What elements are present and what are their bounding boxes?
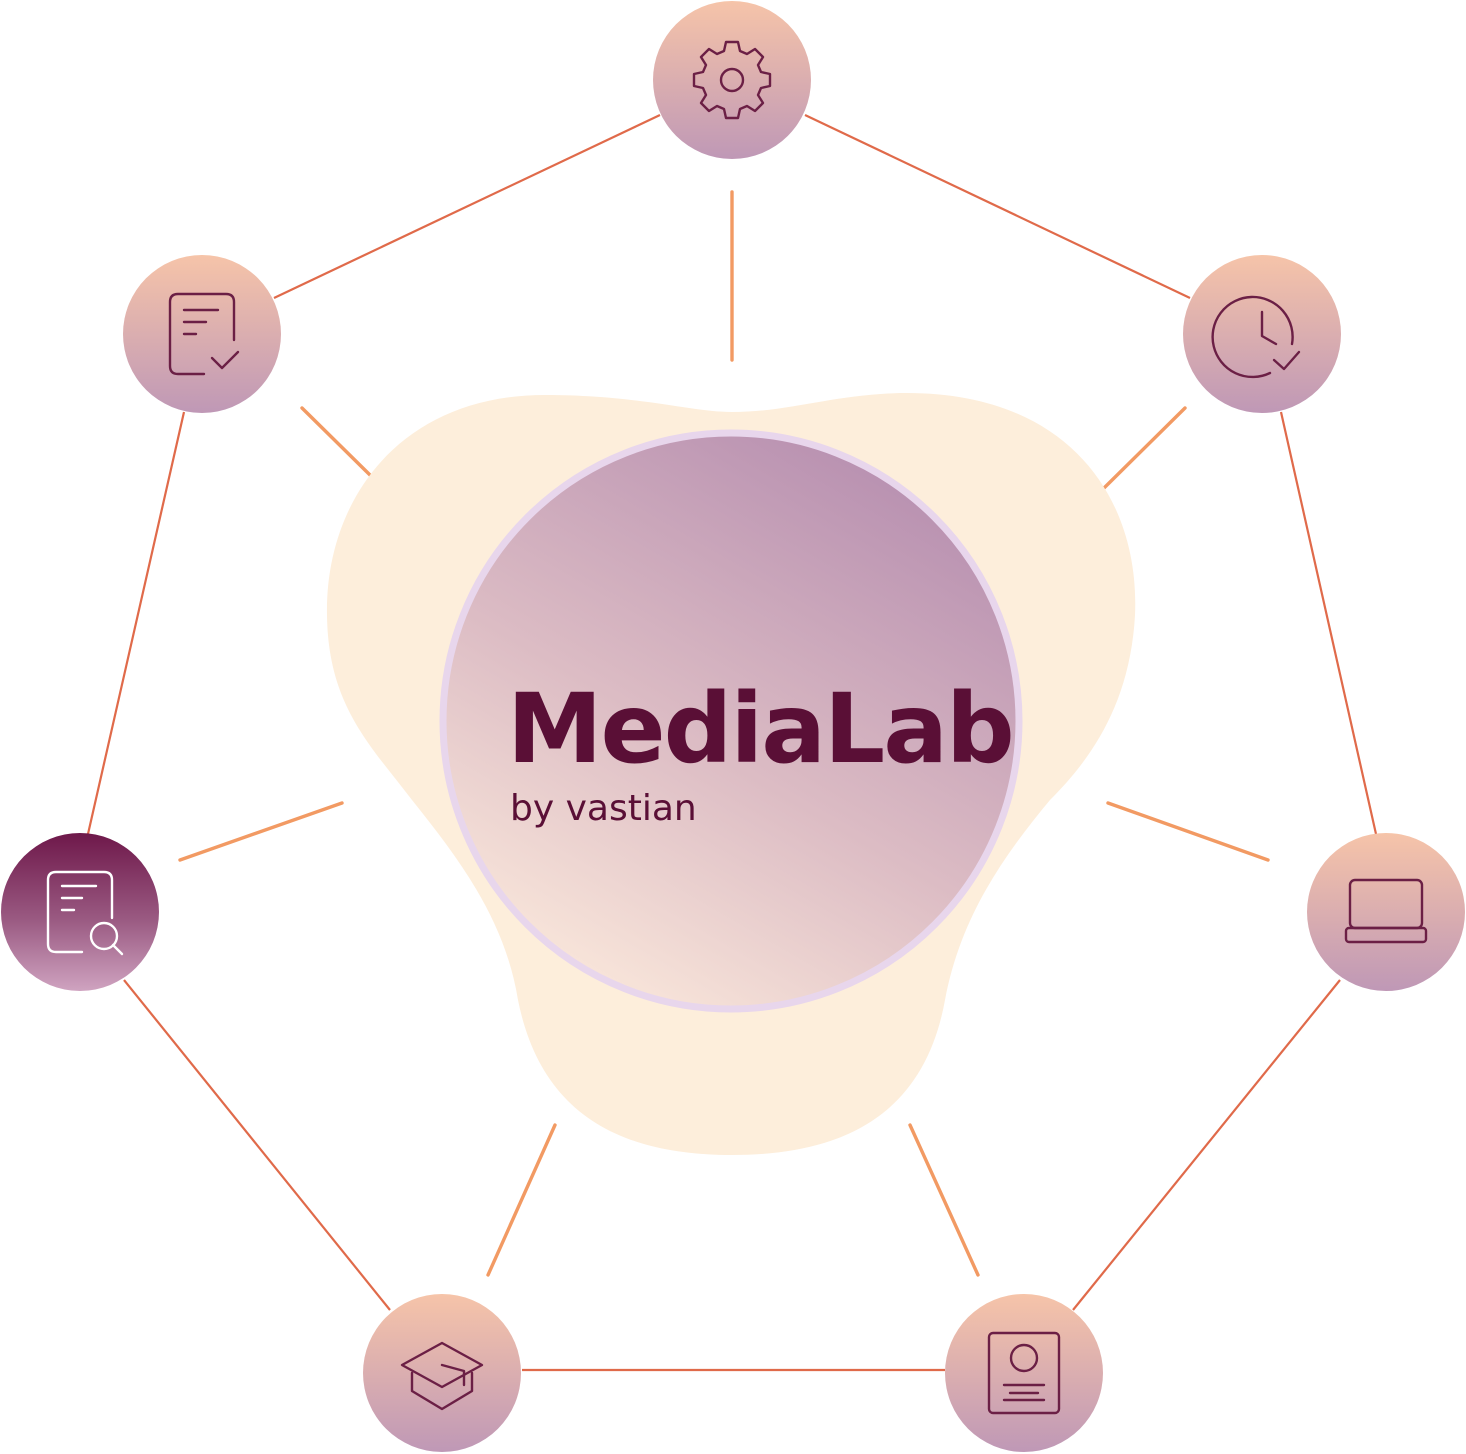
- connector-docsearch-doccheck: [86, 411, 186, 835]
- graduation-cap-icon: [400, 1341, 484, 1411]
- node-circle: [1307, 833, 1465, 991]
- spoke-lines: [178, 190, 1270, 1277]
- node-circle: [945, 1294, 1103, 1452]
- node-laptop[interactable]: [1307, 833, 1465, 991]
- clock-check-icon: [1211, 295, 1301, 379]
- node-circle: [653, 1, 811, 159]
- node-document-search[interactable]: [1, 833, 159, 991]
- node-gear[interactable]: [653, 1, 811, 159]
- node-id-card[interactable]: [945, 1294, 1103, 1452]
- spoke-left: [178, 801, 344, 862]
- brand-subtitle: by vastian: [510, 788, 697, 829]
- connector-cap-docsearch: [123, 979, 391, 1311]
- connector-gear-clock: [804, 114, 1191, 299]
- node-circle: [1, 833, 159, 991]
- spoke-top-left: [300, 406, 372, 477]
- gear-icon: [692, 40, 772, 120]
- connector-doccheck-gear: [273, 114, 661, 299]
- spoke-bottom-right: [908, 1123, 980, 1277]
- connector-laptop-idcard: [1072, 979, 1341, 1311]
- brand-title: MediaLab: [507, 673, 1013, 785]
- id-card-icon: [987, 1331, 1061, 1415]
- laptop-icon: [1344, 878, 1428, 944]
- node-circle: [123, 255, 281, 413]
- spoke-bottom-left: [486, 1123, 557, 1277]
- center-circle: [439, 429, 1023, 1013]
- node-circle: [363, 1294, 521, 1452]
- document-check-icon: [168, 292, 240, 376]
- node-document-check[interactable]: [123, 255, 281, 413]
- node-clock-check[interactable]: [1183, 255, 1341, 413]
- connector-lines: [86, 114, 1378, 1372]
- spoke-top-right: [1100, 406, 1187, 492]
- spoke-right: [1106, 801, 1270, 862]
- connector-clock-laptop: [1279, 411, 1378, 835]
- node-graduation-cap[interactable]: [363, 1294, 521, 1452]
- document-search-icon: [46, 870, 124, 956]
